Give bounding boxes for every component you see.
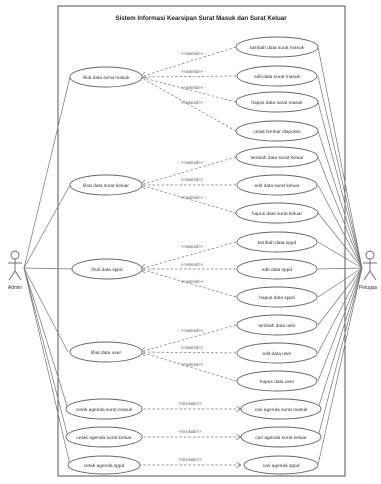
use-case-cetak-lembar-disposisi: cetak lembar disposisi xyxy=(235,120,319,142)
svg-text:hapus data surat keluar: hapus data surat keluar xyxy=(252,211,303,217)
include-label: <<include>> xyxy=(178,401,202,406)
extend-label: <<extend>> xyxy=(181,262,204,267)
extend-label: <<extend>> xyxy=(181,362,204,367)
extend-surat-masuk: <<extend>> <<extend>> <<extend>> <<exten… xyxy=(139,46,237,132)
svg-text:tambah data sppd: tambah data sppd xyxy=(258,240,297,246)
system-title: Sistem Informasi Kearsipan Surat Masuk d… xyxy=(115,15,287,22)
use-case-lihat-user: lihat data user xyxy=(69,341,143,363)
use-case-cetak-agenda-surat-masuk: cetak agenda surat masuk xyxy=(65,398,143,420)
use-case-cari-agenda-sppd: cari agenda sppd xyxy=(243,455,319,475)
svg-text:cari agenda surat masuk: cari agenda surat masuk xyxy=(255,407,308,413)
extend-surat-keluar: <<extend>> <<extend>> <<extend>> xyxy=(139,156,237,214)
use-case-edit-surat-masuk: edit data surat masuk xyxy=(236,65,318,87)
use-case-hapus-user: hapus data user xyxy=(236,370,318,392)
svg-text:lihat data user: lihat data user xyxy=(91,350,122,356)
svg-text:lihat data sppd: lihat data sppd xyxy=(91,267,123,273)
use-case-tambah-surat-masuk: tambah data surat masuk xyxy=(235,36,319,58)
svg-text:cari agenda surat keluar: cari agenda surat keluar xyxy=(255,435,307,441)
extend-label: <<extend>> xyxy=(181,328,204,333)
svg-text:cetak agenda sppd: cetak agenda sppd xyxy=(84,463,125,469)
extend-label: <<extend>> xyxy=(181,279,204,284)
petugas-actor: Petugas xyxy=(359,250,378,291)
admin-label: Admin xyxy=(8,285,22,291)
use-case-hapus-surat-keluar: hapus data surat keluar xyxy=(235,202,319,224)
extend-label: <<extend>> xyxy=(181,195,204,200)
svg-text:edit data sppd: edit data sppd xyxy=(262,267,292,273)
use-case-lihat-surat-masuk: lihat data surat masuk xyxy=(69,66,143,88)
use-case-hapus-surat-masuk: hapus data surat masuk xyxy=(235,91,319,113)
svg-text:cetak agenda surat keluar: cetak agenda surat keluar xyxy=(76,435,132,441)
extend-label: <<extend>> xyxy=(181,244,204,249)
use-case-edit-sppd: edit data sppd xyxy=(236,258,318,280)
use-case-tambah-user: tambah data user xyxy=(236,314,318,336)
petugas-associations xyxy=(317,46,363,466)
svg-text:cari agenda sppd: cari agenda sppd xyxy=(263,463,300,469)
svg-text:lihat data surat masuk: lihat data surat masuk xyxy=(83,75,131,81)
use-case-edit-surat-keluar: edit data surat keluar xyxy=(236,174,318,196)
use-case-cari-agenda-surat-keluar: cari agenda surat keluar xyxy=(240,426,322,448)
petugas-label: Petugas xyxy=(359,285,378,291)
svg-text:hapus data surat masuk: hapus data surat masuk xyxy=(251,100,303,106)
svg-text:edit data surat keluar: edit data surat keluar xyxy=(255,183,300,189)
include-label: <<include>> xyxy=(178,429,202,434)
extend-label: <<extend>> xyxy=(181,177,204,182)
extend-label: <<extend>> xyxy=(181,85,204,90)
svg-text:edit data surat masuk: edit data surat masuk xyxy=(254,74,300,80)
svg-text:cetak lembar disposisi: cetak lembar disposisi xyxy=(253,129,300,135)
use-case-cetak-agenda-sppd: cetak agenda sppd xyxy=(67,455,141,475)
use-case-tambah-sppd: tambah data sppd xyxy=(236,231,318,253)
extend-label: <<extend>> xyxy=(181,51,204,56)
admin-actor: Admin xyxy=(8,250,22,291)
use-case-edit-user: edit data user xyxy=(236,342,318,364)
svg-text:edit data user: edit data user xyxy=(262,351,291,357)
include-label: <<include>> xyxy=(178,457,202,462)
use-case-tambah-surat-keluar: tambah data surat keluar xyxy=(235,146,319,168)
use-case-lihat-surat-keluar: lihat data surat keluar xyxy=(69,174,143,196)
use-case-hapus-sppd: hapus data sppd xyxy=(236,286,318,308)
extend-label: <<extend>> xyxy=(181,100,204,105)
svg-text:lihat data surat keluar: lihat data surat keluar xyxy=(83,183,129,189)
admin-associations xyxy=(23,76,74,466)
svg-text:hapus data user: hapus data user xyxy=(260,379,295,385)
use-case-cari-agenda-surat-masuk: cari agenda surat masuk xyxy=(240,398,322,420)
svg-text:cetak agenda surat masuk: cetak agenda surat masuk xyxy=(76,407,133,413)
use-case-lihat-sppd: lihat data sppd xyxy=(71,258,143,280)
extend-label: <<extend>> xyxy=(181,69,204,74)
extend-label: <<extend>> xyxy=(181,345,204,350)
use-case-cetak-agenda-surat-keluar: cetak agenda surat keluar xyxy=(65,426,143,448)
svg-text:tambah data surat keluar: tambah data surat keluar xyxy=(250,155,303,161)
svg-text:tambah data user: tambah data user xyxy=(258,323,296,329)
svg-text:tambah data surat masuk: tambah data surat masuk xyxy=(250,45,305,51)
extend-label: <<extend>> xyxy=(181,160,204,165)
svg-text:hapus data sppd: hapus data sppd xyxy=(259,295,295,301)
